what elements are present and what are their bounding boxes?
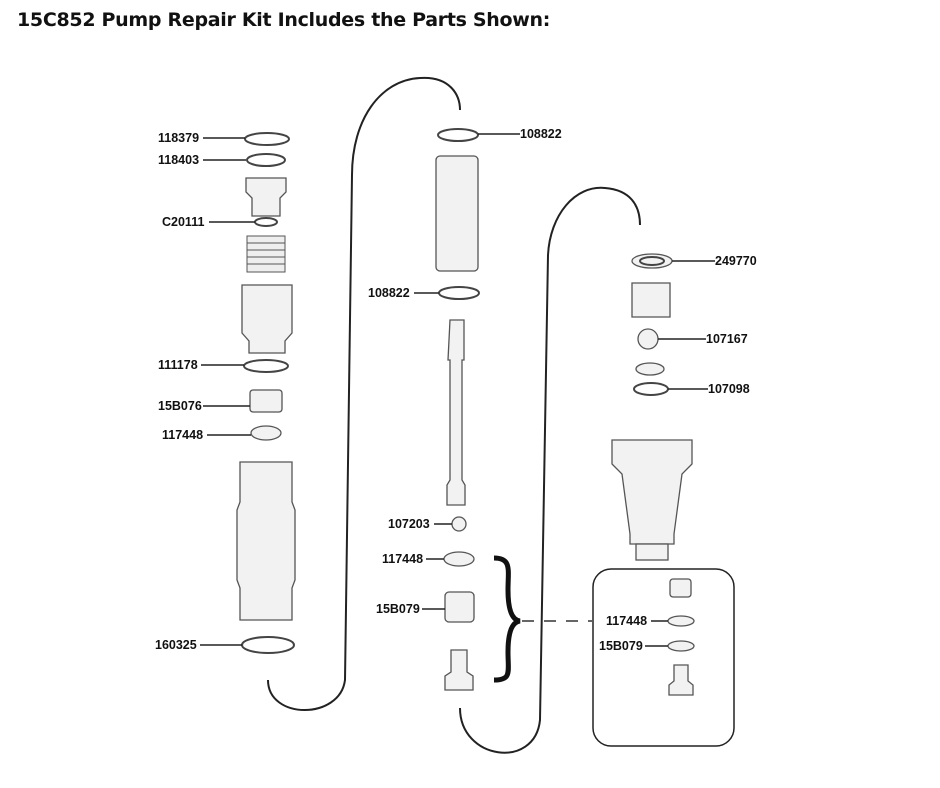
o-ring-part: [243, 359, 289, 373]
part-label: 249770: [715, 254, 757, 268]
intake-housing-part: [611, 439, 693, 545]
ball-part: [451, 516, 467, 532]
brace-icon: [493, 555, 521, 683]
cylinder-part: [236, 461, 296, 621]
o-ring-part: [437, 128, 479, 142]
piston-rod-part: [446, 319, 466, 506]
cage-part: [631, 282, 671, 318]
part-label: 117448: [162, 428, 203, 442]
o-ring-part: [633, 382, 669, 396]
part-label: 108822: [520, 127, 562, 141]
bearing-part: [249, 389, 283, 413]
packing-part: [250, 425, 282, 441]
spring-part: [246, 235, 286, 273]
middle-labels: 108822 108822 107203 117448 15B079: [368, 127, 562, 616]
packing-part: [443, 551, 475, 567]
packing-part: [667, 615, 695, 627]
part-label: 117448: [606, 614, 647, 628]
o-ring-part: [241, 636, 295, 654]
left-labels: 118379 118403 C20111 111178 15B076 11744…: [155, 131, 255, 652]
part-label: 15B079: [376, 602, 420, 616]
seat-part: [635, 362, 665, 376]
valve-seat-part: [668, 664, 694, 696]
part-label: 107098: [708, 382, 750, 396]
packing-part: [667, 640, 695, 652]
sleeve-part: [435, 155, 479, 272]
part-label: 107203: [388, 517, 430, 531]
part-label: 118403: [158, 153, 199, 167]
o-ring-part: [438, 286, 480, 300]
o-ring-part: [246, 153, 286, 167]
part-label: 108822: [368, 286, 410, 300]
bearing-part: [444, 591, 475, 623]
bearing-part: [669, 578, 692, 598]
part-label: 111178: [158, 358, 198, 372]
connector-curve-right: [459, 186, 641, 754]
right-labels: 249770 107167 107098: [658, 254, 757, 396]
valve-seat-part: [444, 649, 474, 691]
ball-part: [637, 328, 659, 350]
part-label: 15B076: [158, 399, 202, 413]
housing-part: [241, 284, 293, 354]
connector-curve-left: [267, 76, 461, 711]
part-label: 160325: [155, 638, 197, 652]
page-title: 15C852 Pump Repair Kit Includes the Part…: [17, 9, 551, 31]
o-ring-part: [254, 217, 278, 227]
part-label: 107167: [706, 332, 748, 346]
thread-part: [635, 543, 669, 561]
part-label: C20111: [162, 215, 204, 229]
part-label: 118379: [158, 131, 199, 145]
o-ring-part: [244, 132, 290, 146]
gland-part: [245, 177, 287, 217]
inset-box: [592, 568, 735, 747]
part-label: 15B079: [599, 639, 643, 653]
part-label: 117448: [382, 552, 423, 566]
